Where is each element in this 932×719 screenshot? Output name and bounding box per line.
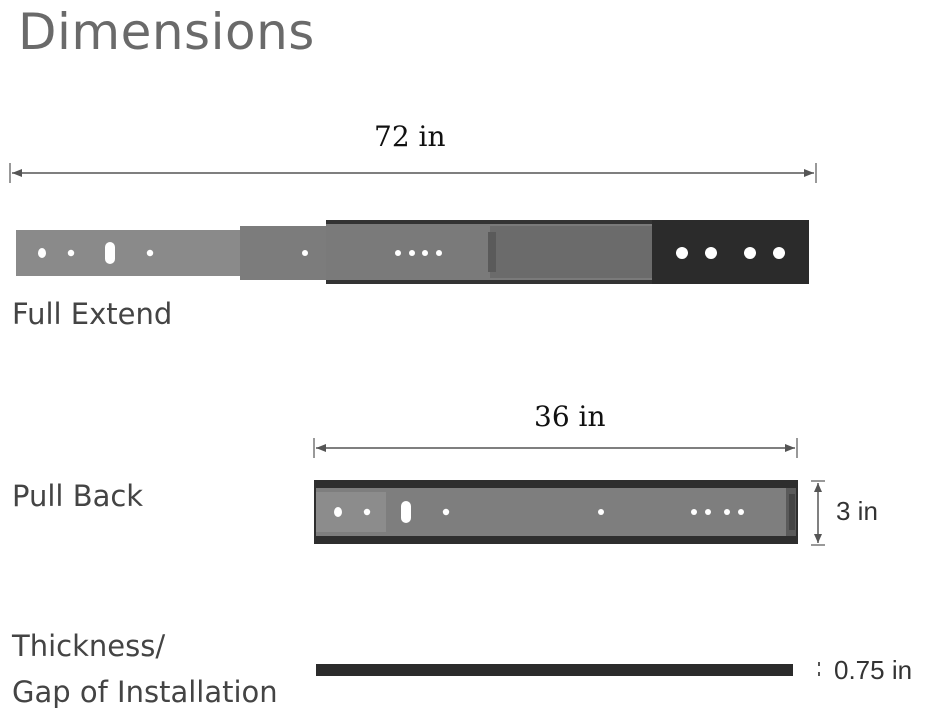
pull-back-label: Pull Back <box>12 479 144 513</box>
thickness-value-label: 0.75 in <box>834 655 913 685</box>
full-extend-slide <box>16 220 809 284</box>
full-extend-dimension-label: 72 in <box>374 120 446 153</box>
thickness-label-line1: Thickness/ <box>12 629 166 663</box>
pull-back-height-dimension-line <box>811 480 825 546</box>
pull-back-dimension-line <box>313 438 798 458</box>
pull-back-dimension-label: 36 in <box>534 400 606 433</box>
full-extend-dimension-line <box>9 163 817 183</box>
page-title: Dimensions <box>18 3 315 61</box>
pull-back-height-label: 3 in <box>836 496 878 526</box>
pull-back-slide <box>314 480 798 544</box>
thickness-bar <box>316 664 793 676</box>
full-extend-label: Full Extend <box>12 297 173 331</box>
thickness-label-line2: Gap of Installation <box>12 675 278 709</box>
